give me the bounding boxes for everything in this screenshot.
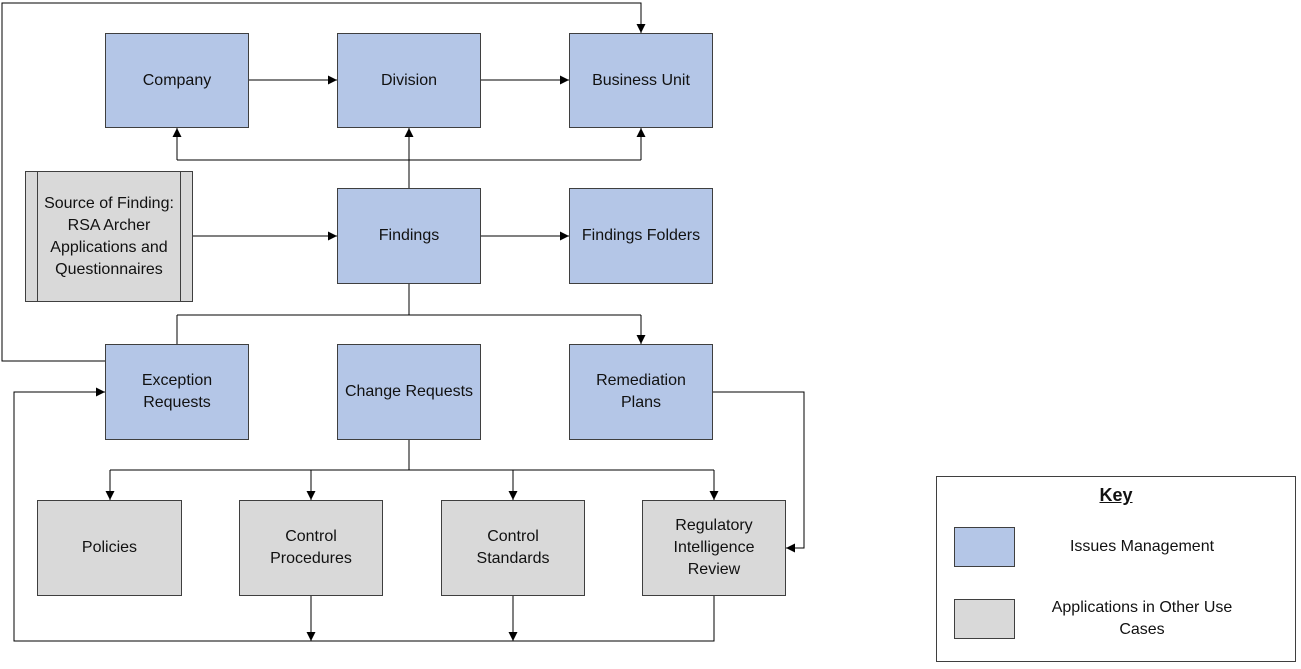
connector-bottom-loop-exception xyxy=(13,387,715,642)
connector-exception-business-unit-loop xyxy=(1,2,646,362)
legend-swatch-other-use-cases xyxy=(954,599,1015,639)
node-regulatory-intelligence-review: Regulatory Intelligence Review xyxy=(642,500,786,596)
legend-title: Key xyxy=(1099,485,1133,505)
legend-label-other-use-cases: Applications in Other Use Cases xyxy=(1051,599,1233,638)
connector-remediation-regulatory xyxy=(713,391,805,553)
node-findings: Findings xyxy=(337,188,481,284)
node-exception-requests: Exception Requests xyxy=(105,344,249,440)
node-source-of-finding: Source of Finding: RSA Archer Applicatio… xyxy=(25,171,193,302)
legend-swatch-issues-management xyxy=(954,527,1015,567)
node-policies: Policies xyxy=(37,500,182,596)
node-change-requests: Change Requests xyxy=(337,344,481,440)
legend-box: Key Issues Management Applications in Ot… xyxy=(936,476,1296,662)
node-control-procedures: Control Procedures xyxy=(239,500,383,596)
legend-label-issues-management: Issues Management xyxy=(1069,538,1215,555)
node-division: Division xyxy=(337,33,481,128)
node-remediation-plans: Remediation Plans xyxy=(569,344,713,440)
node-findings-folders: Findings Folders xyxy=(569,188,713,284)
node-business-unit: Business Unit xyxy=(569,33,713,128)
node-control-standards: Control Standards xyxy=(441,500,585,596)
node-company: Company xyxy=(105,33,249,128)
